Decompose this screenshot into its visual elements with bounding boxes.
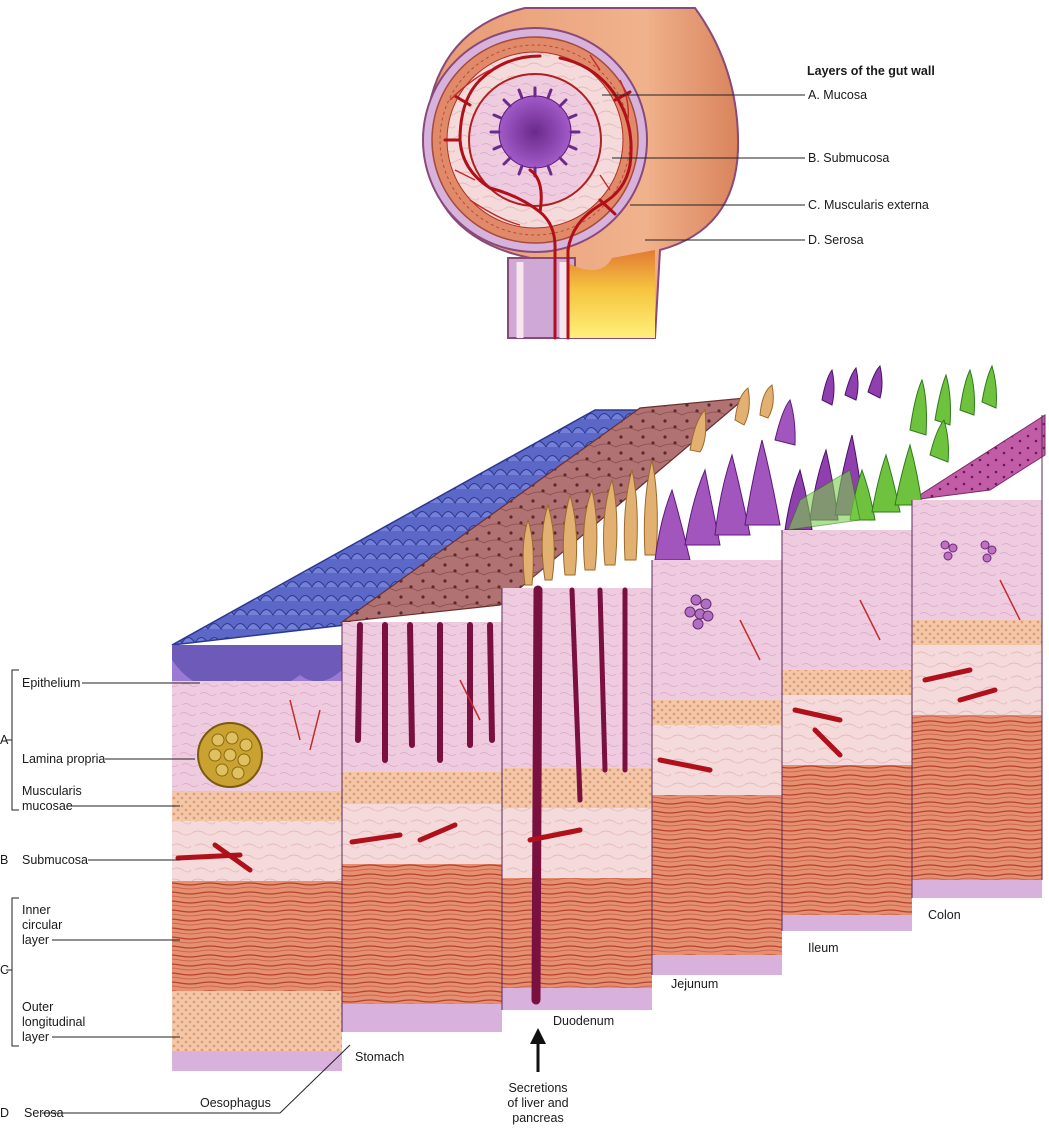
cross-section-title: Layers of the gut wall [807, 64, 935, 78]
label-block-submucosa: Submucosa [22, 853, 89, 867]
segment-jejunum: Jejunum [671, 977, 719, 991]
jejunum-front [652, 560, 782, 975]
label-block-serosa: Serosa [24, 1106, 64, 1120]
segment-colon: Colon [928, 908, 961, 922]
colon-villi [787, 364, 997, 531]
label-mucosa: A. Mucosa [808, 88, 868, 102]
label-inner-circular-1: Inner [22, 903, 51, 917]
blood-vessels [443, 54, 633, 340]
label-outer-longitudinal-3: layer [22, 1030, 50, 1044]
label-lamina-propria: Lamina propria [22, 752, 106, 766]
segment-oesophagus: Oesophagus [200, 1096, 271, 1110]
label-outer-longitudinal-2: longitudinal [22, 1015, 86, 1029]
label-submucosa: B. Submucosa [808, 151, 890, 165]
letter-c: C [0, 963, 10, 977]
segment-duodenum: Duodenum [553, 1014, 615, 1028]
mesentery-fat [566, 250, 655, 338]
stomach-front [342, 622, 502, 1032]
jejunum-villi [654, 398, 796, 561]
duodenum-front [502, 585, 652, 1010]
duodenum-villi [522, 384, 774, 586]
label-serosa: D. Serosa [808, 233, 864, 247]
cross-section-illustration [422, 7, 740, 340]
secretions-line-2: of liver and [507, 1096, 569, 1110]
bracket-c [11, 897, 19, 1047]
left-brackets [6, 669, 351, 1114]
letter-d: D [0, 1106, 10, 1120]
bile-duct [531, 585, 543, 1005]
colon-top-surface [911, 414, 1046, 501]
ileum-front [782, 530, 912, 931]
label-muscularis-externa: C. Muscularis externa [808, 198, 929, 212]
label-muscularis-mucosae-2: mucosae [22, 799, 73, 813]
oesophagus-front [172, 645, 342, 1071]
label-muscularis-mucosae-1: Muscularis [22, 784, 82, 798]
secretions-line-3: pancreas [512, 1111, 564, 1125]
segment-stomach: Stomach [355, 1050, 405, 1064]
gut-block-illustration [171, 364, 1046, 1071]
secretions-line-1: Secretions [508, 1081, 568, 1095]
segment-ileum: Ileum [808, 941, 839, 955]
secretions-arrow [530, 1028, 546, 1072]
bracket-a [11, 669, 19, 811]
block-vessels [175, 667, 998, 873]
colon-front [912, 500, 1042, 898]
letter-b: B [0, 853, 9, 867]
villi-spikes [489, 86, 581, 178]
label-epithelium: Epithelium [22, 676, 81, 690]
leader-serosa [42, 1044, 351, 1114]
cross-section-leaders [602, 94, 805, 241]
letter-a: A [0, 733, 9, 747]
label-inner-circular-3: layer [22, 933, 50, 947]
label-inner-circular-2: circular [22, 918, 63, 932]
label-outer-longitudinal-1: Outer [22, 1000, 54, 1014]
